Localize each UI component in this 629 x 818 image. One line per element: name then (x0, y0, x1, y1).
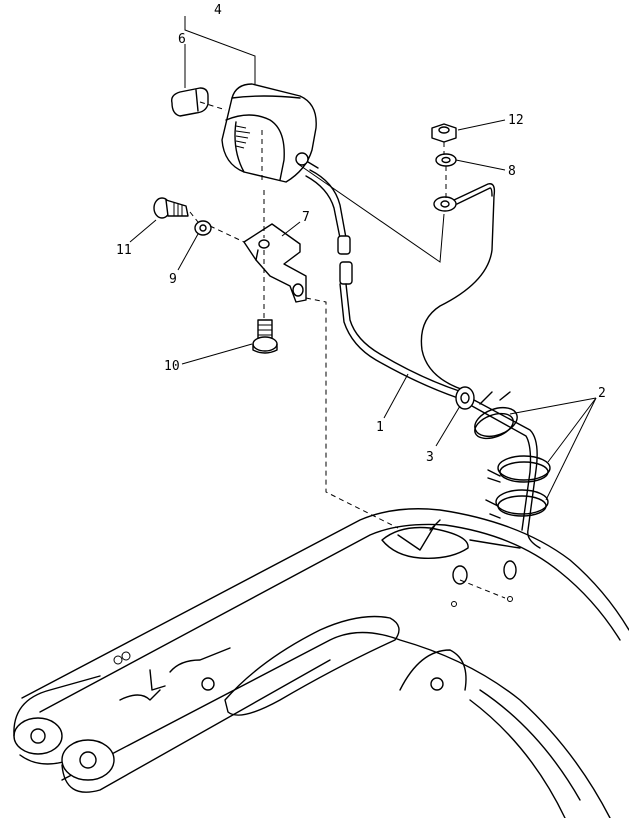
boom-arm (13, 508, 629, 818)
callout-10: 10 (164, 359, 180, 374)
lamp-housing (221, 83, 319, 183)
bracket (243, 223, 307, 303)
callout-2: 2 (598, 386, 606, 401)
washer-8 (435, 153, 457, 167)
callout-1: 1 (376, 420, 384, 435)
wire-harness (305, 169, 541, 549)
clamps (474, 391, 551, 519)
assembly-lines (189, 101, 447, 529)
callout-11: 11 (116, 243, 132, 258)
nut-12 (431, 123, 457, 143)
callout-7: 7 (302, 210, 310, 225)
callout-12: 12 (508, 113, 524, 128)
leader-lines (129, 16, 597, 501)
bolt-11 (153, 197, 189, 219)
callout-3: 3 (426, 450, 434, 465)
callout-9: 9 (169, 272, 177, 287)
callout-numbers: 4 6 7 12 8 11 9 10 1 3 2 (116, 3, 606, 465)
bolt-10 (252, 319, 278, 354)
lamp-bulb (170, 87, 209, 117)
callout-6: 6 (178, 32, 186, 47)
callout-4: 4 (214, 3, 222, 18)
callout-8: 8 (508, 164, 516, 179)
washer-9 (194, 220, 212, 236)
